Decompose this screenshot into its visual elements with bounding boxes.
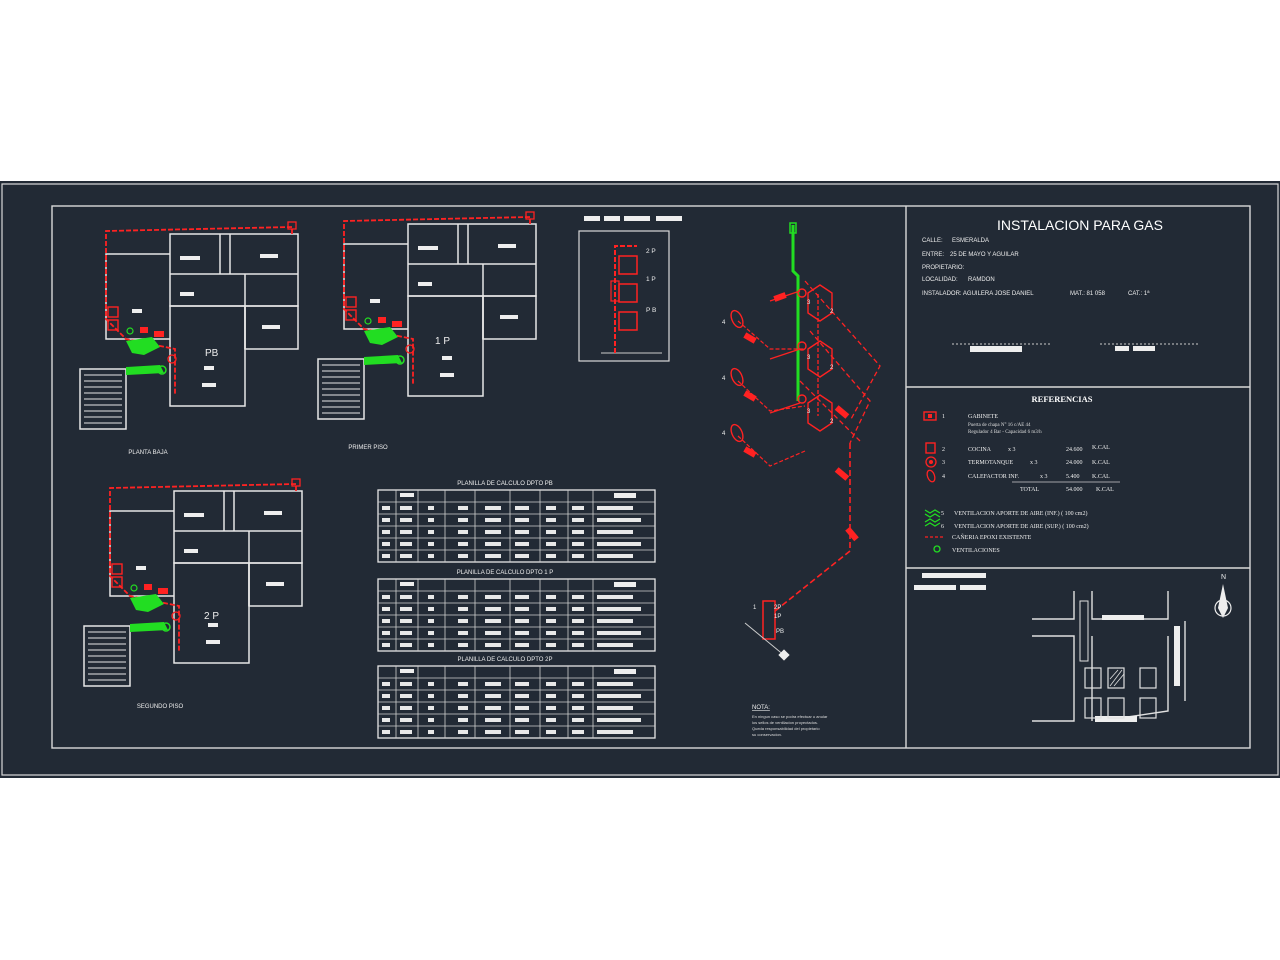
drawing-canvas: PB PLANTA BAJA 1 P PRIMER PISO 2 P SEGUNDO PI… [1, 183, 1279, 776]
ref-3-num: 3 [942, 460, 945, 466]
legend-6-text: VENTILACION APORTE DE AIRE (SUP.) ( 100 … [954, 523, 1089, 530]
riser-label-2p: 2 P [646, 248, 656, 255]
localidad-value: RAMDON [968, 277, 995, 283]
legend-5-text: VENTILACION APORTE DE AIRE (INF.) ( 100 … [954, 510, 1087, 517]
calc-table: PLANILLA DE CALCULO DPTO PB [377, 481, 656, 563]
iso-base-1p: 1P [774, 614, 781, 620]
ref-total-value: 54.000 [1066, 487, 1083, 493]
ref-1-sub-2: Regulador 4 Bar - Capacidad 6 m3/h [968, 430, 1042, 435]
outer-border [1, 183, 1279, 776]
plan-floor-code: 2 P [204, 611, 219, 622]
calc-table: PLANILLA DE CALCULO DPTO 2P [377, 657, 656, 739]
iso-base-pb: PB [776, 629, 784, 635]
ref-2-qty: x 3 [1008, 447, 1016, 453]
iso-tag-2c: 2 [830, 419, 834, 425]
ref-2-num: 2 [942, 447, 945, 453]
calc-table-caption: PLANILLA DE CALCULO DPTO 1 P [457, 570, 554, 576]
references-title: REFERENCIAS [1032, 394, 1093, 404]
cad-drawing-sheet: PB PLANTA BAJA 1 P PRIMER PISO 2 P SEGUNDO PI… [0, 181, 1280, 778]
floor-plan: 1 P PRIMER PISO [317, 211, 537, 451]
note-line-1: En ningun caso se podra efectuar u anula… [752, 714, 828, 719]
calc-table-caption: PLANILLA DE CALCULO DPTO PB [457, 481, 553, 487]
riser-label-1p: 1 P [646, 276, 656, 283]
calc-table-caption: PLANILLA DE CALCULO DPTO 2P [458, 657, 553, 663]
note-line-4: su conservacion. [752, 732, 782, 737]
ref-4-qty: x 3 [1040, 474, 1048, 480]
note-title: NOTA: [752, 705, 770, 711]
ref-2-text: COCINA [968, 447, 992, 453]
iso-base-1: 1 [753, 605, 757, 611]
plan-caption: PRIMER PISO [348, 445, 388, 451]
ref-2-unit: K.CAL [1092, 445, 1110, 451]
calle-label: CALLE: [922, 238, 943, 244]
iso-tag-3a: 3 [807, 300, 811, 306]
isometric-diagram: 4 4 4 3 3 3 2 2 2 1 2P 1P PB NOTA: En ni… [722, 222, 881, 737]
ref-4-unit: K.CAL [1092, 474, 1110, 480]
riser-label-pb: P B [646, 307, 656, 314]
note-line-2: los sellos de ventilacion proyectados. [752, 720, 818, 725]
ref-4-kcal: 5.400 [1066, 474, 1080, 480]
inner-border [51, 205, 1251, 749]
ref-1-num: 1 [942, 414, 945, 420]
instalador: INSTALADOR: AGUILERA JOSE DANIEL [922, 291, 1034, 297]
matricula: MAT.: 81 058 [1070, 291, 1106, 297]
propietario-label: PROPIETARIO: [922, 265, 965, 271]
calc-table: PLANILLA DE CALCULO DPTO 1 P [377, 570, 656, 652]
entre-value: 25 DE MAYO Y AGUILAR [950, 252, 1019, 258]
references-block: REFERENCIAS 1 GABINETE Puerta de chapa N… [923, 394, 1120, 554]
plan-floor-code: 1 P [435, 336, 450, 347]
floor-plan: 2 P SEGUNDO PISO [83, 478, 303, 710]
north-label: N [1221, 574, 1226, 581]
legend-vent-text: VENTILACIONES [952, 548, 1000, 554]
legend-pipe-text: CAÑERIA EPOXI EXISTENTE [952, 533, 1032, 541]
ref-4-text: CALEFACTOR INF. [968, 474, 1019, 480]
iso-tag-4b: 4 [722, 376, 726, 382]
categoria: CAT.: 1ª [1128, 290, 1150, 297]
ref-total-unit: K.CAL [1096, 487, 1114, 493]
plan-floor-code: PB [205, 348, 219, 359]
ref-total-label: TOTAL [1020, 487, 1039, 493]
ref-3-text: TERMOTANQUE [968, 460, 1014, 466]
iso-tag-2b: 2 [830, 365, 834, 371]
legend-5-num: 5 [941, 511, 944, 517]
iso-tag-4a: 4 [722, 320, 726, 326]
legend-6-num: 6 [941, 524, 944, 530]
iso-base-2p: 2P [774, 605, 781, 611]
entre-label: ENTRE: [922, 252, 944, 258]
riser-diagram: 2 P 1 P P B [578, 216, 682, 362]
plan-caption: SEGUNDO PISO [137, 704, 184, 710]
calle-value: ESMERALDA [952, 238, 989, 244]
drawing-title: INSTALACION PARA GAS [997, 217, 1163, 233]
calculation-tables: PLANILLA DE CALCULO DPTO PB PLANILLA DE C… [377, 481, 656, 739]
ref-3-kcal: 24.000 [1066, 460, 1083, 466]
ref-1-sub-1: Puerta de chapa N° 16 c/AE 44 [968, 423, 1031, 428]
ref-1-text: GABINETE [968, 414, 998, 420]
ref-3-unit: K.CAL [1092, 460, 1110, 466]
iso-tag-2a: 2 [830, 309, 834, 315]
iso-tag-3c: 3 [807, 409, 811, 415]
iso-tag-3b: 3 [807, 355, 811, 361]
ref-3-qty: x 3 [1030, 460, 1038, 466]
ref-2-kcal: 24.600 [1066, 447, 1083, 453]
localidad-label: LOCALIDAD: [922, 277, 958, 283]
floor-plan: PB PLANTA BAJA [79, 221, 299, 456]
location-map: N [914, 573, 1232, 722]
note-line-3: Queda responsabilidad del propietario [752, 726, 820, 731]
iso-tag-4c: 4 [722, 431, 726, 437]
ref-4-num: 4 [942, 474, 945, 480]
title-block: INSTALACION PARA GAS CALLE: ESMERALDA EN… [922, 217, 1200, 352]
plan-caption: PLANTA BAJA [128, 450, 167, 456]
floor-plans: PB PLANTA BAJA 1 P PRIMER PISO 2 P SEGUNDO PI… [79, 211, 537, 710]
